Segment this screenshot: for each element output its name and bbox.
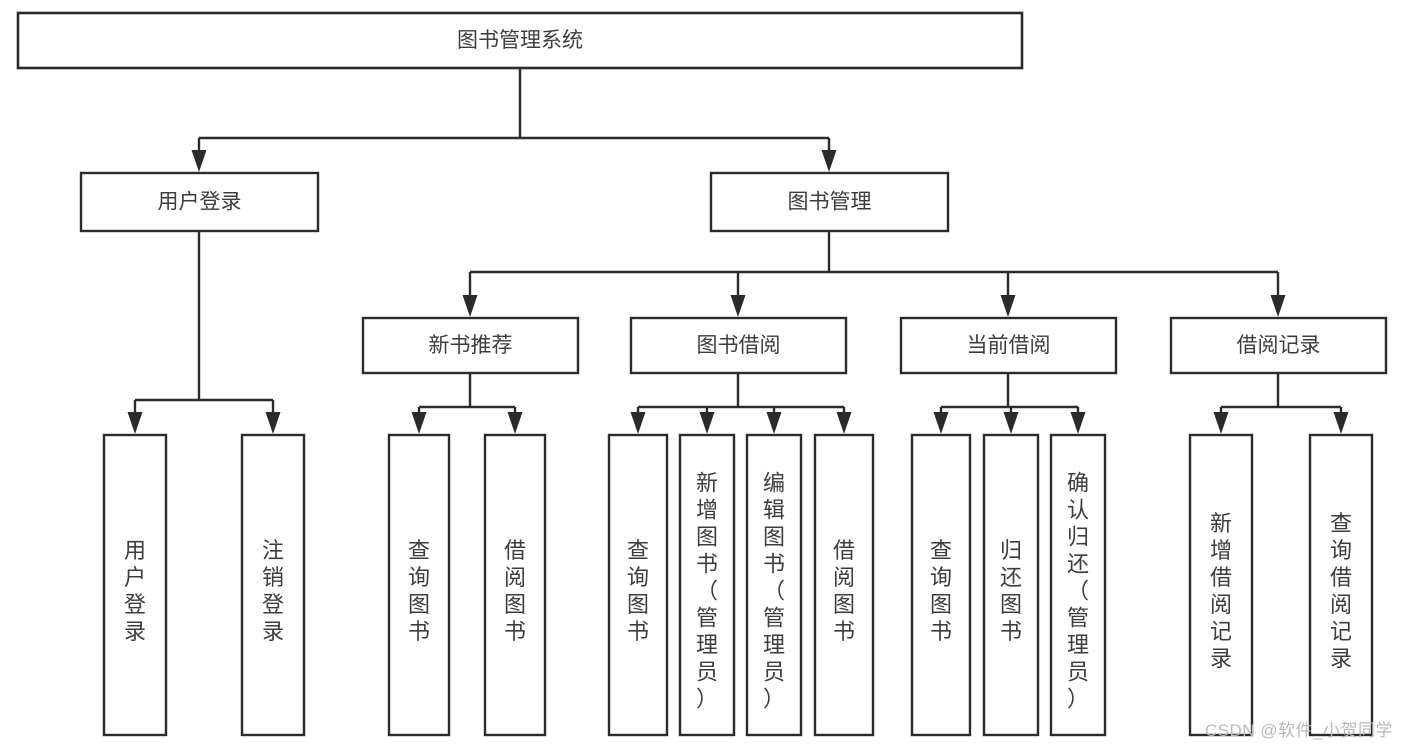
node-leaf-return-book[interactable]: 归还图书 [982, 433, 1040, 737]
node-box[interactable] [1049, 433, 1107, 737]
node-box[interactable] [16, 11, 1024, 70]
node-user-login[interactable]: 用户登录 [79, 171, 320, 233]
node-box[interactable] [813, 433, 875, 737]
node-box[interactable] [102, 433, 168, 737]
node-box[interactable] [1169, 316, 1388, 375]
node-current-borrow[interactable]: 当前借阅 [899, 316, 1118, 375]
node-label: 图书管理 [788, 191, 872, 214]
node-label: 借阅图书 [504, 538, 526, 644]
node-leaf-logout[interactable]: 注销登录 [240, 433, 306, 737]
node-leaf-query-book-2[interactable]: 查询图书 [607, 433, 669, 737]
node-label: 图书借阅 [697, 334, 781, 357]
node-box[interactable] [1308, 433, 1374, 737]
node-label: 图书管理系统 [457, 29, 583, 52]
node-box[interactable] [1188, 433, 1254, 737]
node-box[interactable] [607, 433, 669, 737]
node-box[interactable] [361, 316, 580, 375]
node-leaf-add-record[interactable]: 新增借阅记录 [1188, 433, 1254, 737]
node-leaf-borrow-book-2[interactable]: 借阅图书 [813, 433, 875, 737]
connector-group [933, 373, 1086, 434]
connector-group [191, 68, 837, 172]
node-leaf-add-book[interactable]: 新增图书（管理员） [678, 433, 736, 737]
node-box[interactable] [79, 171, 320, 233]
node-leaf-query-book-1[interactable]: 查询图书 [387, 433, 451, 737]
node-label: 注销登录 [262, 538, 284, 644]
node-box[interactable] [483, 433, 547, 737]
connector-group [462, 231, 1286, 317]
node-box[interactable] [910, 433, 972, 737]
node-label: 确认归还（管理员） [1067, 470, 1089, 711]
node-book-borrow[interactable]: 图书借阅 [629, 316, 848, 375]
node-new-book-recommend[interactable]: 新书推荐 [361, 316, 580, 375]
node-label: 用户登录 [158, 191, 242, 214]
node-borrow-record[interactable]: 借阅记录 [1169, 316, 1388, 375]
node-box[interactable] [629, 316, 848, 375]
connectors-layer [127, 68, 1349, 434]
node-leaf-edit-book[interactable]: 编辑图书（管理员） [745, 433, 803, 737]
csdn-watermark: CSDN @软件_小贺同学 [1204, 721, 1393, 740]
node-leaf-query-record[interactable]: 查询借阅记录 [1308, 433, 1374, 737]
node-book-manage[interactable]: 图书管理 [709, 171, 950, 233]
node-label: 借阅记录 [1237, 334, 1321, 357]
node-box[interactable] [709, 171, 950, 233]
node-label: 查询图书 [627, 538, 649, 644]
node-label: 归还图书 [1000, 538, 1022, 644]
node-label: 用户登录 [124, 538, 146, 644]
node-label: 编辑图书（管理员） [763, 470, 785, 711]
node-box[interactable] [240, 433, 306, 737]
node-label: 借阅图书 [833, 538, 855, 644]
node-box[interactable] [678, 433, 736, 737]
node-leaf-user-login[interactable]: 用户登录 [102, 433, 168, 737]
connector-group [127, 231, 281, 434]
connector-group [411, 373, 523, 434]
nodes-layer: 图书管理系统用户登录图书管理新书推荐图书借阅当前借阅借阅记录用户登录注销登录查询… [16, 11, 1388, 737]
node-label: 查询图书 [408, 538, 430, 644]
node-box[interactable] [387, 433, 451, 737]
connector-group [630, 373, 852, 434]
node-box[interactable] [982, 433, 1040, 737]
node-label: 查询借阅记录 [1330, 511, 1352, 671]
connector-group [1213, 373, 1349, 434]
node-box[interactable] [899, 316, 1118, 375]
node-label: 查询图书 [930, 538, 952, 644]
node-root[interactable]: 图书管理系统 [16, 11, 1024, 70]
node-leaf-confirm-return[interactable]: 确认归还（管理员） [1049, 433, 1107, 737]
node-label: 新增借阅记录 [1210, 511, 1232, 671]
node-leaf-query-book-3[interactable]: 查询图书 [910, 433, 972, 737]
node-label: 新增图书（管理员） [696, 470, 718, 711]
node-box[interactable] [745, 433, 803, 737]
node-leaf-borrow-book-1[interactable]: 借阅图书 [483, 433, 547, 737]
node-label: 当前借阅 [967, 334, 1051, 357]
node-label: 新书推荐 [429, 334, 513, 357]
